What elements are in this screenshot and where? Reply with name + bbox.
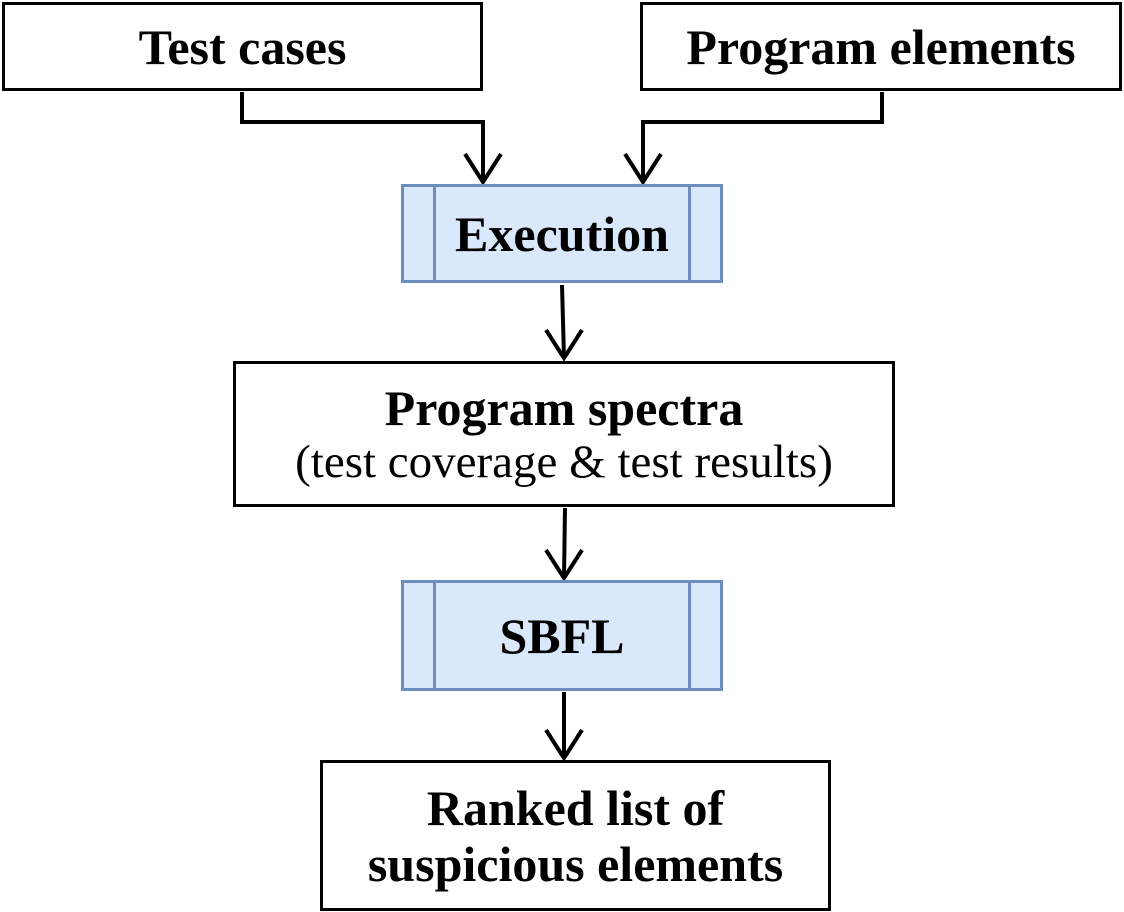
ranked-list-box: Ranked list of suspicious elements [320, 760, 831, 911]
execution-right-bar [688, 187, 691, 280]
test-cases-box: Test cases [2, 2, 483, 91]
arrowhead-spectra [544, 548, 584, 582]
sbfl-left-bar [433, 583, 436, 688]
arrowhead-testcases [463, 152, 503, 186]
sbfl-right-bar [688, 583, 691, 688]
arrow-spectra-to-sbfl [562, 507, 567, 579]
arrowhead-sbfl [544, 728, 584, 762]
execution-process-box: Execution [401, 184, 723, 283]
program-elements-label: Program elements [686, 18, 1076, 75]
execution-label: Execution [455, 205, 669, 262]
ranked-list-line2: suspicious elements [367, 835, 784, 892]
sbfl-process-box: SBFL [401, 580, 723, 691]
program-elements-box: Program elements [640, 2, 1122, 91]
arrowhead-execution [544, 328, 584, 362]
arrow-execution-to-spectra [560, 284, 566, 359]
program-spectra-title: Program spectra [384, 379, 744, 436]
arrow-testcases-to-execution [240, 92, 485, 182]
arrowhead-programelements [623, 152, 663, 186]
test-cases-label: Test cases [138, 18, 347, 75]
program-spectra-subtitle: (test coverage & test results) [295, 435, 833, 488]
sbfl-label: SBFL [499, 607, 625, 664]
execution-left-bar [433, 187, 436, 280]
arrow-programelements-to-execution [641, 92, 884, 182]
program-spectra-box: Program spectra (test coverage & test re… [233, 361, 895, 507]
ranked-list-line1: Ranked list of [426, 779, 725, 836]
